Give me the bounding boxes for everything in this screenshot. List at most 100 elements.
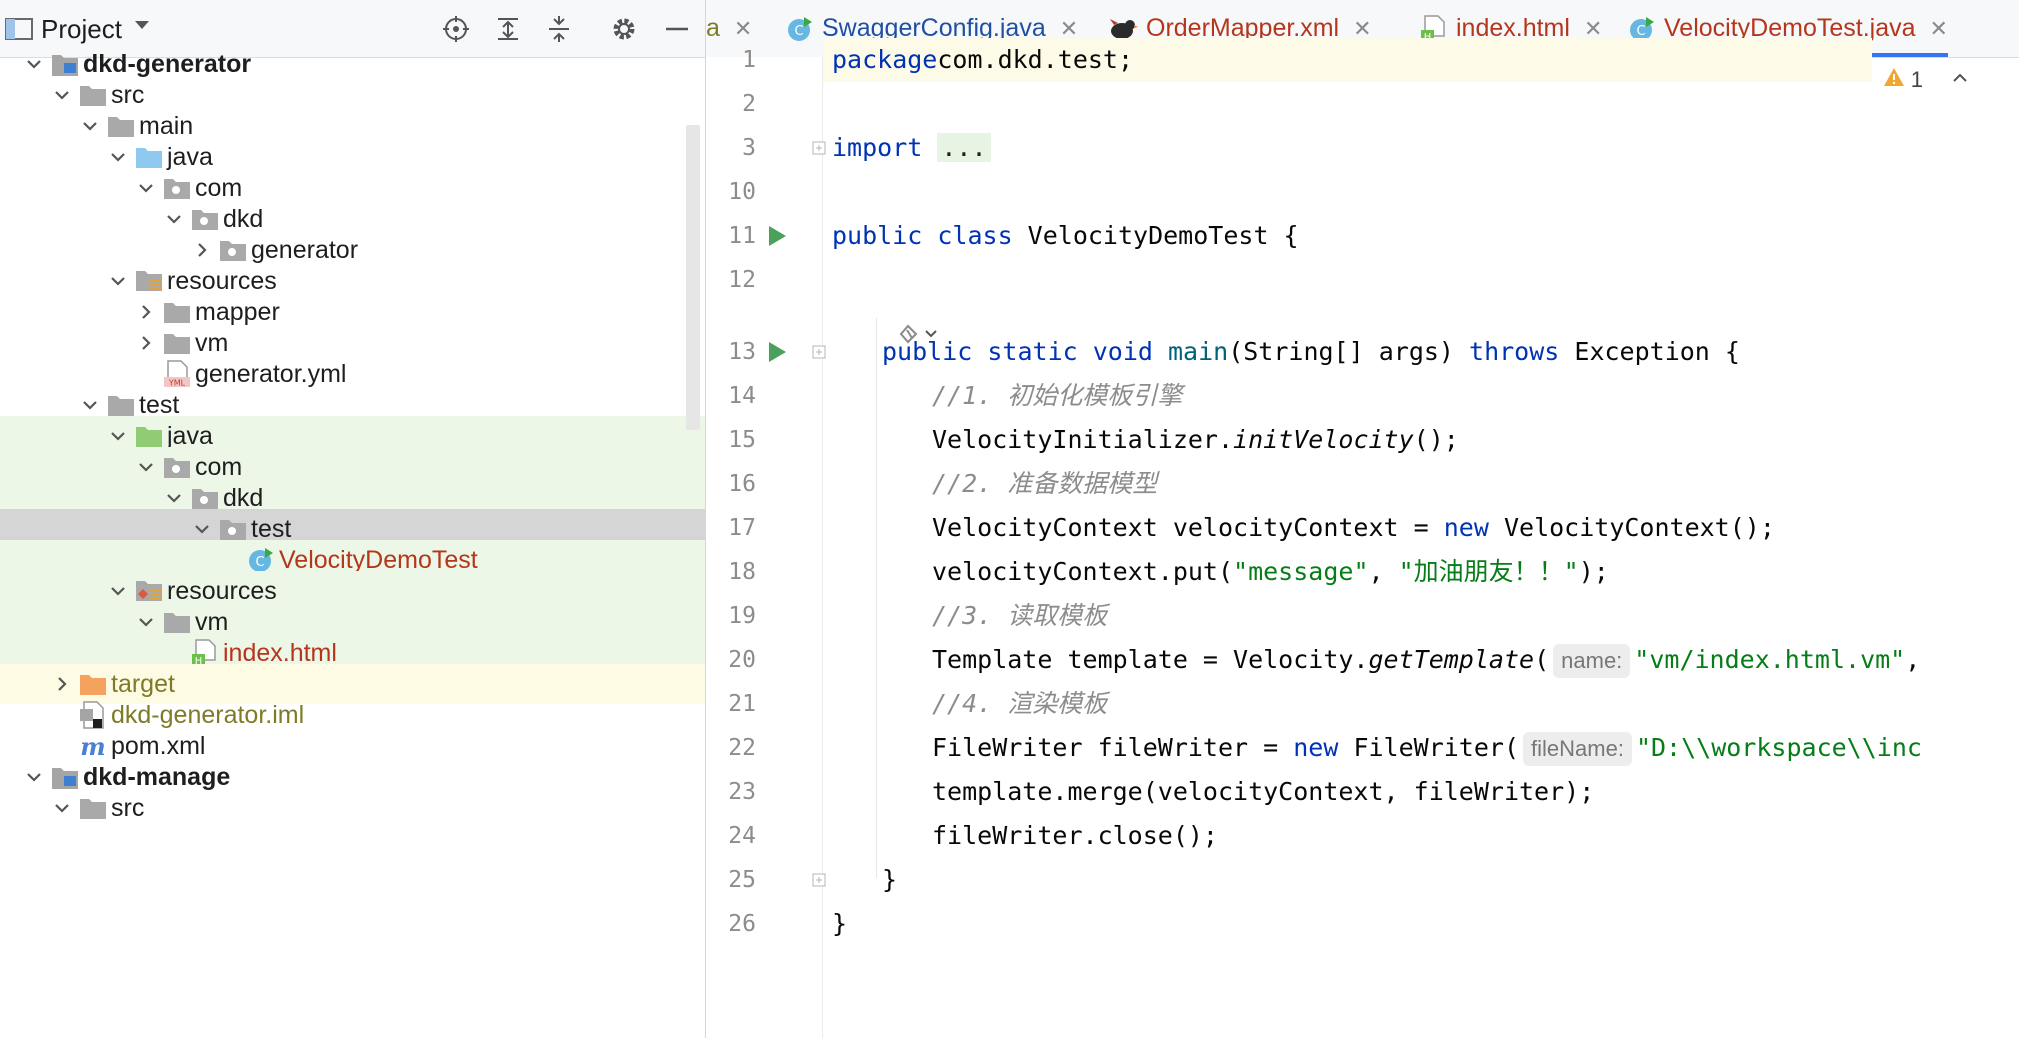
tree-item[interactable]: target <box>0 664 705 704</box>
tree-item[interactable]: dkd-manage <box>0 757 705 797</box>
chevron-down-icon[interactable] <box>50 796 74 820</box>
tree-item[interactable]: generator <box>0 230 705 270</box>
tree-item-label: mapper <box>195 298 280 326</box>
fold-icon[interactable] <box>812 141 826 155</box>
project-view-icon <box>4 14 34 44</box>
caret-down-icon[interactable] <box>132 14 152 44</box>
chevron-down-icon[interactable] <box>190 517 214 541</box>
hide-icon[interactable] <box>662 14 692 44</box>
code-line[interactable] <box>823 258 832 302</box>
close-icon[interactable]: ✕ <box>1929 15 1948 41</box>
close-icon[interactable]: ✕ <box>733 15 753 41</box>
close-icon[interactable]: ✕ <box>1583 15 1603 41</box>
code-vision-icon[interactable] <box>898 322 942 351</box>
code-line[interactable]: Template template = Velocity.getTemplate… <box>823 638 1920 682</box>
tree-item-label: vm <box>195 329 229 357</box>
code-line[interactable]: VelocityContext velocityContext = new Ve… <box>823 506 1775 550</box>
chevron-down-icon[interactable] <box>106 579 130 603</box>
gear-icon[interactable] <box>609 14 639 44</box>
code-line[interactable]: //2. 准备数据模型 <box>823 462 1157 506</box>
code-line[interactable]: //4. 渲染模板 <box>823 682 1107 726</box>
chevron-down-icon[interactable] <box>134 610 158 634</box>
code-line[interactable] <box>823 82 832 126</box>
code-line[interactable]: //1. 初始化模板引擎 <box>823 374 1182 418</box>
iml-file-icon <box>78 700 108 730</box>
chevron-down-icon[interactable] <box>78 393 102 417</box>
chevron-down-icon[interactable] <box>106 424 130 448</box>
project-title[interactable]: Project <box>41 14 122 44</box>
code-token: FileWriter fileWriter = <box>932 733 1294 762</box>
code-line[interactable]: public class VelocityDemoTest { <box>823 214 1299 258</box>
code-token: template.merge(velocityContext, fileWrit… <box>932 777 1595 806</box>
class-file-icon: C <box>1628 15 1656 43</box>
chevron-right-icon[interactable] <box>134 331 158 355</box>
code-line[interactable]: } <box>823 858 897 902</box>
tree-item[interactable]: src <box>0 75 705 115</box>
chevron-down-icon[interactable] <box>134 455 158 479</box>
run-gutter-icon[interactable] <box>766 340 790 364</box>
chevron-down-icon[interactable] <box>50 83 74 107</box>
tab-ordermapper-xml[interactable]: OrderMapper.xml ✕ <box>1108 0 1372 57</box>
test-folder-icon <box>134 421 164 451</box>
code-line[interactable]: VelocityInitializer.initVelocity(); <box>823 418 1459 462</box>
code-line[interactable]: packagecom.dkd.test; <box>823 38 1872 82</box>
chevron-right-icon[interactable] <box>190 238 214 262</box>
tree-item-label: dkd-manage <box>83 763 231 791</box>
expand-all-icon[interactable] <box>493 14 523 44</box>
close-icon[interactable]: ✕ <box>1353 15 1372 41</box>
fold-icon[interactable] <box>812 873 826 887</box>
tree-item-label: VelocityDemoTest <box>279 546 478 574</box>
tree-item[interactable]: main <box>0 106 705 146</box>
tree-item[interactable]: java <box>0 137 705 177</box>
tree-item[interactable]: dkd <box>0 199 705 239</box>
code-token: throws <box>1469 337 1575 366</box>
code-area[interactable]: packagecom.dkd.test; import ... public cla… <box>823 38 2019 1038</box>
tree-item[interactable]: src <box>0 788 705 828</box>
tree-item[interactable]: vm <box>0 323 705 363</box>
code-line[interactable]: } <box>823 902 847 946</box>
tab-a[interactable]: a✕ <box>706 0 752 57</box>
tree-item[interactable]: resources <box>0 261 705 301</box>
code-line[interactable] <box>823 170 832 214</box>
code-line[interactable]: public static void main(String[] args) t… <box>823 330 1740 374</box>
html-file-icon: H <box>190 638 220 668</box>
chevron-down-icon[interactable] <box>106 145 130 169</box>
chevron-down-icon[interactable] <box>162 486 186 510</box>
code-line[interactable]: fileWriter.close(); <box>823 814 1218 858</box>
code-line[interactable]: //3. 读取模板 <box>823 594 1107 638</box>
chevron-down-icon[interactable] <box>22 52 46 76</box>
code-line[interactable]: velocityContext.put("message", "加油朋友！！")… <box>823 550 1609 594</box>
chevron-up-icon[interactable] <box>1951 67 1969 93</box>
code-line[interactable]: import ... <box>823 126 991 170</box>
svg-text:m: m <box>80 732 105 760</box>
tree-item[interactable]: dkd-generator <box>0 44 705 84</box>
code-line[interactable]: template.merge(velocityContext, fileWrit… <box>823 770 1594 814</box>
chevron-down-icon[interactable] <box>78 114 102 138</box>
collapse-all-icon[interactable] <box>544 14 574 44</box>
code-line[interactable]: FileWriter fileWriter = new FileWriter(f… <box>823 726 1922 770</box>
locate-icon[interactable] <box>441 14 471 44</box>
chevron-down-icon[interactable] <box>106 269 130 293</box>
line-number: 22 <box>728 735 756 761</box>
tree-item[interactable]: mapper <box>0 292 705 332</box>
tab-label: OrderMapper.xml <box>1146 14 1340 42</box>
tree-item[interactable]: test <box>0 385 705 425</box>
run-gutter-icon[interactable] <box>766 224 790 248</box>
chevron-right-icon[interactable] <box>50 672 74 696</box>
line-number: 24 <box>728 823 756 849</box>
close-icon[interactable]: ✕ <box>1059 15 1079 41</box>
tree-item[interactable]: com <box>0 168 705 208</box>
tree-item[interactable]: dkd-generator.iml <box>0 695 705 735</box>
chevron-down-icon[interactable] <box>134 176 158 200</box>
chevron-right-icon[interactable] <box>134 300 158 324</box>
fold-icon[interactable] <box>812 345 826 359</box>
chevron-down-icon[interactable] <box>162 207 186 231</box>
tree-scrollbar[interactable] <box>686 125 700 430</box>
inspection-widget[interactable]: 1 <box>1883 67 1969 93</box>
chevron-down-icon[interactable] <box>22 765 46 789</box>
